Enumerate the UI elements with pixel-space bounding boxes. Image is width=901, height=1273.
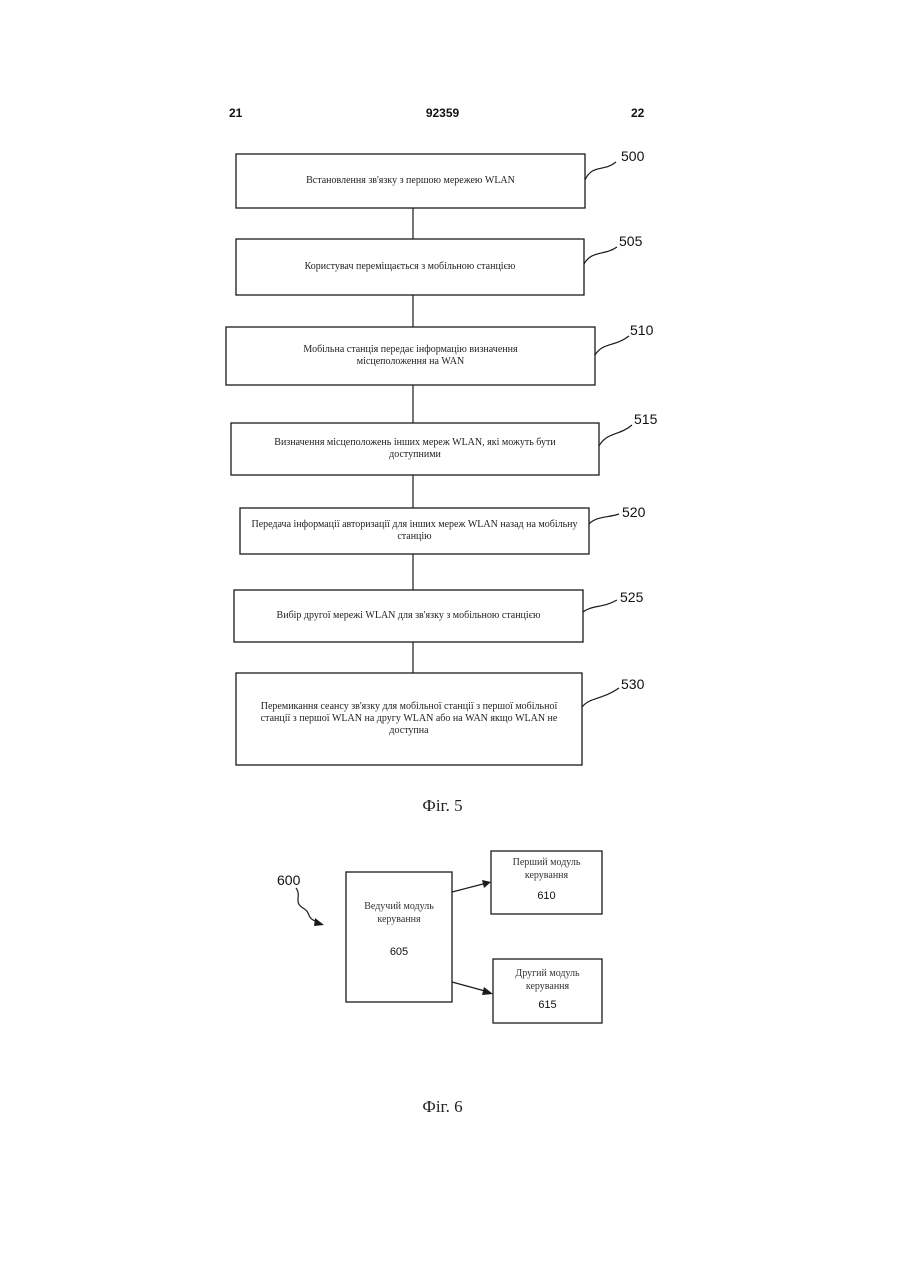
second-module-label: Другий модуль керування bbox=[499, 967, 596, 993]
leader-line-505 bbox=[584, 247, 617, 264]
ref-number-525: 525 bbox=[620, 589, 643, 605]
master-module-label: Ведучий модуль керування bbox=[346, 900, 452, 926]
leader-line-515 bbox=[599, 425, 632, 446]
arrowhead-second bbox=[482, 987, 493, 995]
arrow-to-second-module bbox=[452, 982, 485, 991]
flow-step-510-text: Мобільна станція передає інформацію визн… bbox=[226, 327, 595, 385]
flow-step-500-text: Встановлення зв'язку з першою мережею WL… bbox=[236, 154, 585, 208]
ref-number-520: 520 bbox=[622, 504, 645, 520]
second-module-ref: 615 bbox=[493, 999, 602, 1011]
first-module-label: Перший модуль керування bbox=[499, 856, 594, 882]
ref-number-500: 500 bbox=[621, 148, 644, 164]
flow-step-520-text: Передача інформації авторизації для інши… bbox=[240, 508, 589, 554]
arrowhead-600 bbox=[314, 918, 324, 926]
master-module-ref: 605 bbox=[346, 946, 452, 958]
leader-line-520 bbox=[589, 514, 619, 524]
ref-number-530: 530 bbox=[621, 676, 644, 692]
leader-line-500 bbox=[585, 162, 616, 180]
figure-5-caption: Фіг. 5 bbox=[0, 796, 885, 816]
ref-number-515: 515 bbox=[634, 411, 657, 427]
ref-number-600: 600 bbox=[277, 872, 300, 888]
leader-line-600 bbox=[296, 888, 318, 922]
figure-6-caption: Фіг. 6 bbox=[0, 1097, 885, 1117]
arrowhead-first bbox=[482, 880, 491, 888]
flow-step-525-text: Вибір другої мережі WLAN для зв'язку з м… bbox=[234, 590, 583, 642]
arrow-to-first-module bbox=[452, 884, 483, 892]
flow-step-530-text: Перемикання сеансу зв'язку для мобільної… bbox=[236, 673, 582, 765]
leader-line-525 bbox=[583, 600, 617, 612]
leader-line-530 bbox=[582, 688, 619, 707]
first-module-ref: 610 bbox=[491, 890, 602, 902]
ref-number-505: 505 bbox=[619, 233, 642, 249]
leader-line-510 bbox=[595, 336, 629, 355]
master-module-box bbox=[346, 872, 452, 1002]
ref-number-510: 510 bbox=[630, 322, 653, 338]
flow-step-515-text: Визначення місцеположень інших мереж WLA… bbox=[231, 423, 599, 475]
flow-step-505-text: Користувач переміщається з мобільною ста… bbox=[236, 239, 584, 295]
